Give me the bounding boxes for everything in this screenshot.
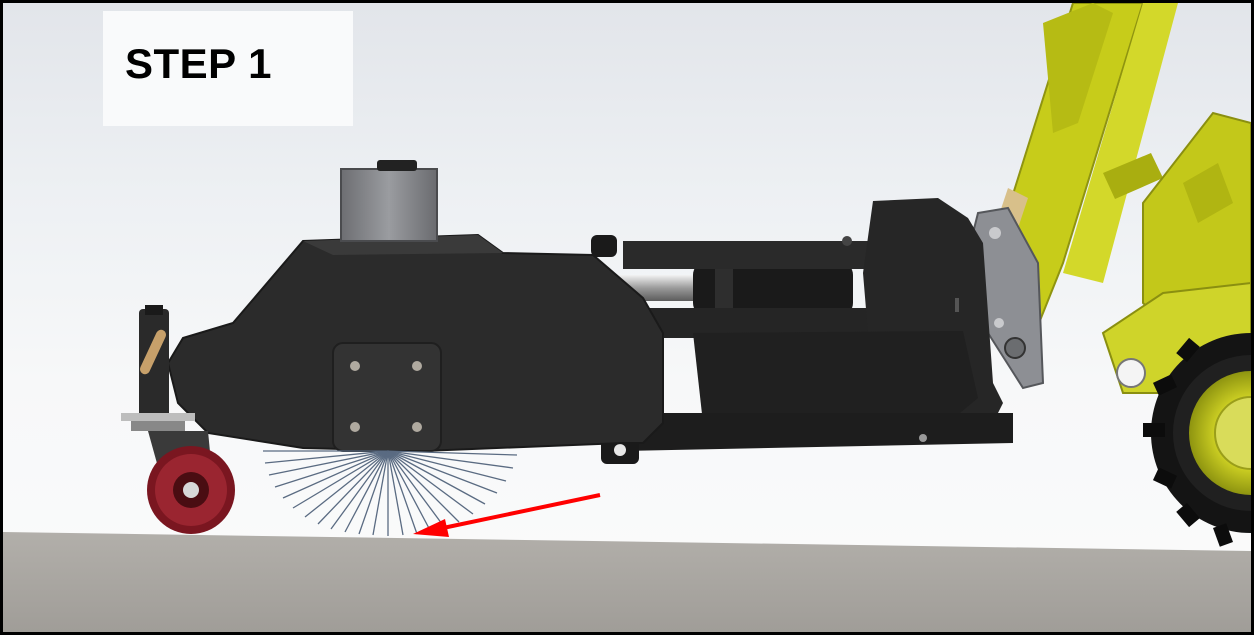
ground [3,532,1251,632]
hydraulic-cylinder [613,241,903,338]
sweeper-housing [166,233,664,453]
indicator-arrow [413,493,601,537]
brush-bristles [263,450,518,536]
title-box [103,11,353,126]
sweeper-attachment-illustration [3,3,1251,632]
caster-wheel [121,305,235,534]
step-title: STEP 1 [125,40,272,87]
loader-wheel [1101,111,1251,547]
rear-carriage [601,198,1013,464]
motor-box [340,160,438,242]
attach-plate [966,206,1045,390]
